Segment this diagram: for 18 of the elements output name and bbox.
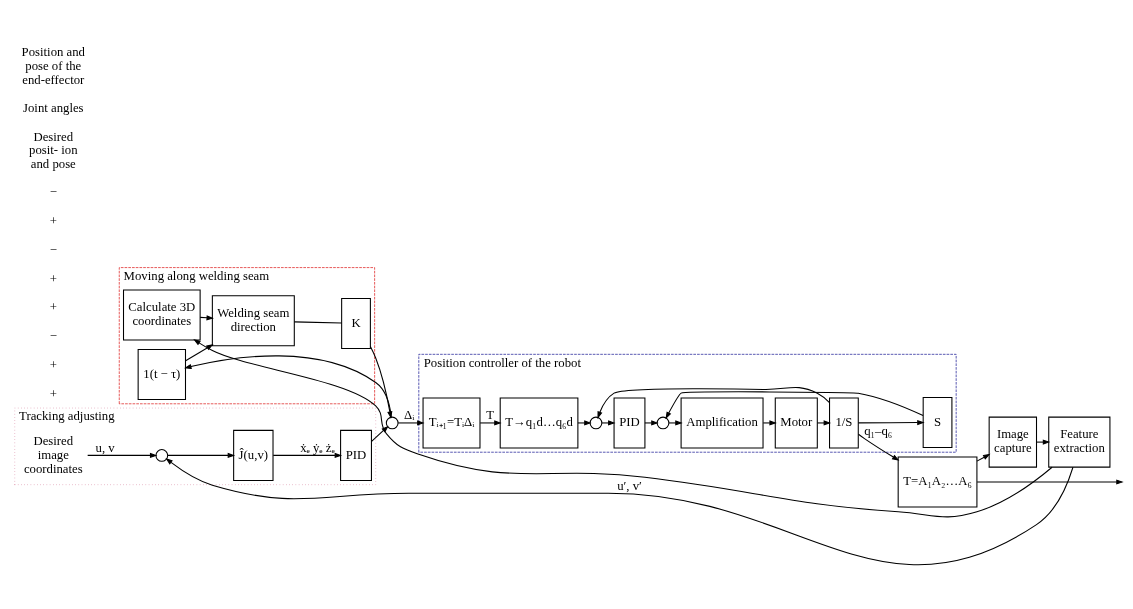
label: + <box>49 386 57 401</box>
label: + <box>49 214 57 229</box>
label: Joint angles <box>23 101 84 116</box>
label: − <box>49 329 57 344</box>
edge-label: q₁–q₆ <box>864 423 893 438</box>
edge-label: ẋₑ ẏₑ żₑ <box>300 440 335 455</box>
label: − <box>49 185 57 200</box>
label: + <box>49 300 57 315</box>
label: + <box>49 357 57 372</box>
edge-label: T <box>486 408 494 423</box>
edge-label: u, v <box>95 440 115 455</box>
edge-label: u′, v′ <box>617 478 642 493</box>
edge-label: Δᵢ <box>404 408 415 423</box>
label: Position and pose of the end-effector <box>21 45 85 88</box>
label: − <box>49 242 57 257</box>
label: + <box>49 271 57 286</box>
node-text: Desired image coordinates <box>23 433 83 476</box>
label: Desired posit- ion and pose <box>29 129 78 172</box>
